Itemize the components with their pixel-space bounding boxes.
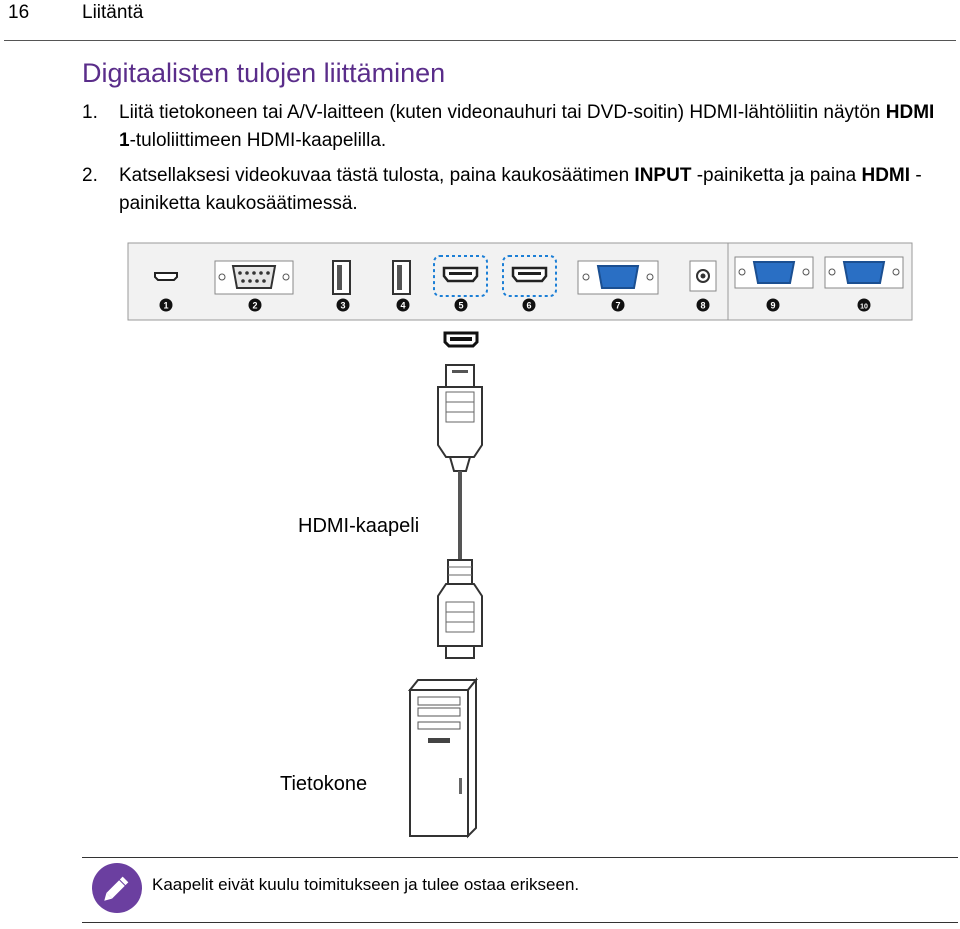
step-bold: INPUT <box>634 165 692 186</box>
step-text: Katsellaksesi videokuvaa tästä tulosta, … <box>119 162 939 218</box>
port-5-hdmi <box>433 255 488 297</box>
page-number: 16 <box>8 2 30 23</box>
hdmi-connector-symbol <box>443 331 479 348</box>
step-text-part: -tuloliittimeen HDMI-kaapelilla. <box>129 130 387 151</box>
computer-tower-illustration <box>407 677 479 839</box>
port-badge-circle <box>522 298 536 312</box>
note-rule-bottom <box>82 922 958 923</box>
step-number: 1. <box>82 102 98 123</box>
port-6-hdmi <box>502 255 557 297</box>
step-bold: HDMI <box>861 165 911 186</box>
port-badge-number: 2 <box>252 301 257 311</box>
port-badge-number: 4 <box>400 301 405 311</box>
port-badge-circle <box>248 298 262 312</box>
cable-caption: HDMI-kaapeli <box>296 515 422 538</box>
port-badge-number: 3 <box>340 301 345 311</box>
port-8-audio <box>689 260 717 292</box>
port-badge-number: 8 <box>700 301 705 311</box>
header-rule <box>4 40 956 41</box>
port-badge-circle <box>766 298 780 312</box>
port-badge-number: 10 <box>860 304 868 311</box>
port-2-rs232 <box>214 260 294 295</box>
port-number-badges: 1 2 3 4 5 6 7 8 9 10 <box>159 298 871 312</box>
step-text: Liitä tietokoneen tai A/V-laitteen (kute… <box>119 99 939 155</box>
step-text-part: -painiketta kaukosäätimessä. <box>119 165 922 214</box>
port-badge-circle <box>454 298 468 312</box>
port-badge-number: 7 <box>615 301 620 311</box>
port-4-usb <box>392 260 411 295</box>
port-badge-number: 5 <box>458 301 463 311</box>
step-bold: HDMI 1 <box>119 102 935 151</box>
chapter-title: Liitäntä <box>82 2 144 23</box>
port-badge-circle <box>159 298 173 312</box>
port-badge-circle <box>396 298 410 312</box>
step-number: 2. <box>82 165 98 186</box>
port-9-vga <box>734 256 814 289</box>
port-badge-number: 9 <box>770 301 775 311</box>
port-badge-circle <box>611 298 625 312</box>
port-1-mini-hdmi <box>154 272 178 281</box>
port-badge-circle <box>696 298 710 312</box>
port-badge-number: 6 <box>526 301 531 311</box>
port-badge-circle <box>336 298 350 312</box>
port-3-usb <box>332 260 351 295</box>
step-2: 2. Katsellaksesi videokuvaa tästä tulost… <box>82 162 942 222</box>
section-title: Digitaalisten tulojen liittäminen <box>82 58 446 88</box>
port-10-vga <box>824 256 904 289</box>
step-1: 1. Liitä tietokoneen tai A/V-laitteen (k… <box>82 99 942 159</box>
pencil-icon <box>92 863 142 913</box>
step-text-part: Liitä tietokoneen tai A/V-laitteen (kute… <box>119 102 886 123</box>
port-badge-circle <box>857 298 871 312</box>
port-7-vga <box>577 260 659 295</box>
note-rule-top <box>82 857 958 858</box>
port-badge-number: 1 <box>163 301 168 311</box>
hdmi-cable <box>437 364 483 659</box>
connection-diagram: 1 2 3 4 5 6 7 8 9 10 <box>127 242 913 839</box>
step-text-part: Katsellaksesi videokuvaa tästä tulosta, … <box>119 165 635 186</box>
computer-caption: Tietokone <box>278 773 370 796</box>
note-text: Kaapelit eivät kuulu toimitukseen ja tul… <box>152 875 580 894</box>
step-text-part: -painiketta ja paina <box>691 165 862 186</box>
